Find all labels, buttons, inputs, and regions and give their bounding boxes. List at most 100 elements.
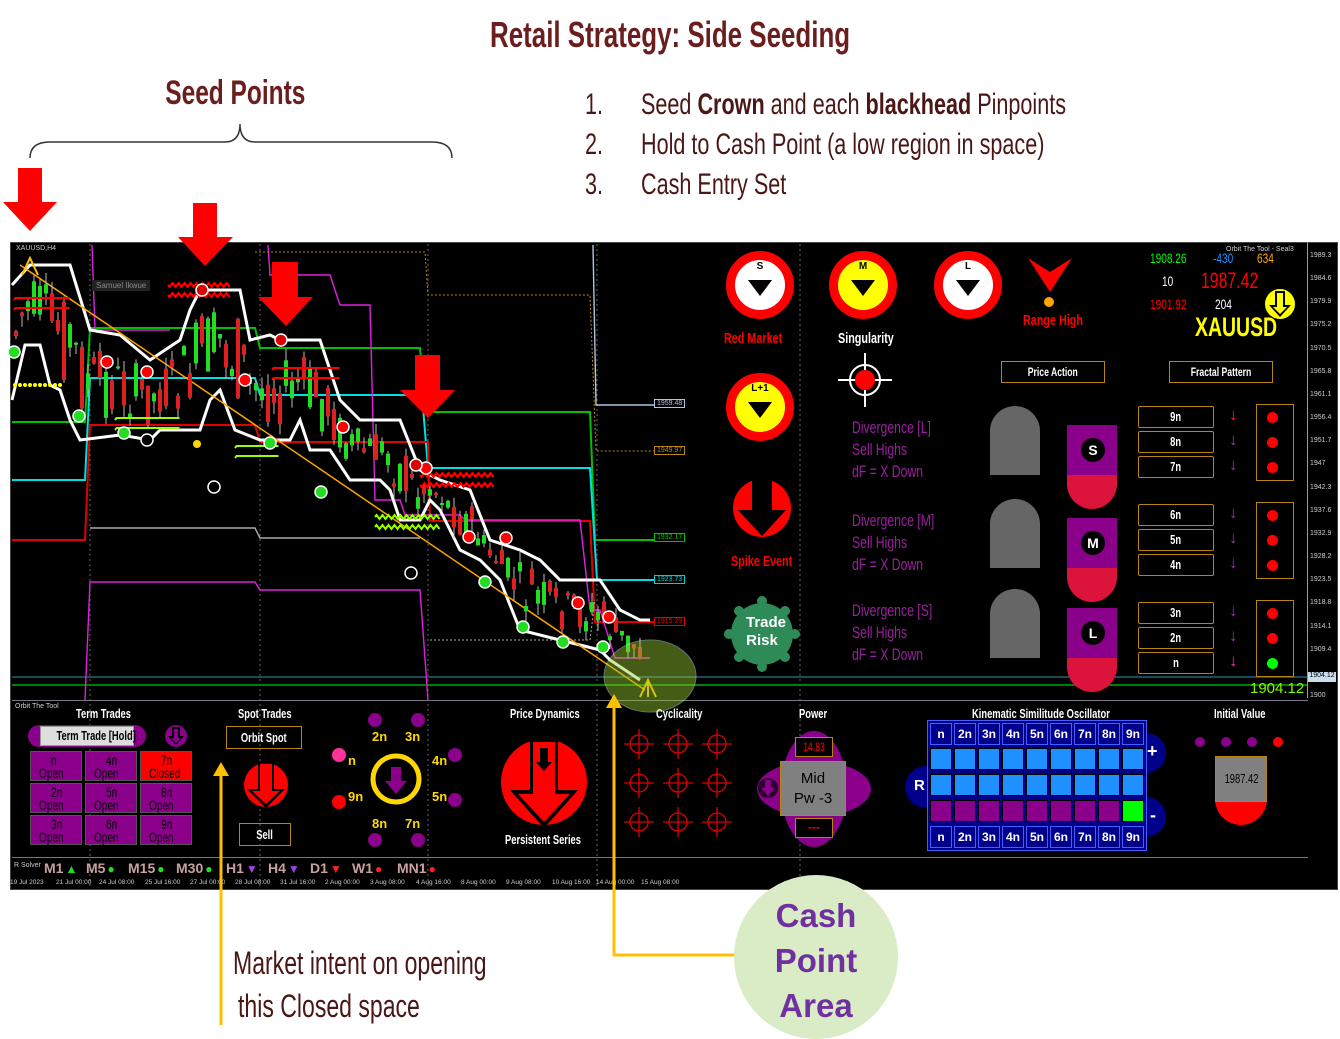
info-v5: 1987.42	[1201, 268, 1259, 293]
date-tick: 27 Jul 00:00	[190, 879, 226, 886]
timeframe-item[interactable]: H1▼	[226, 860, 258, 876]
divergence-line: Sell Highs	[852, 623, 908, 642]
fractal-level-button[interactable]: 7n	[1138, 456, 1214, 478]
candle	[464, 513, 468, 539]
singularity-label: Singularity	[838, 330, 894, 347]
fractal-level-button[interactable]: 9n	[1138, 406, 1214, 428]
fractal-level-button[interactable]: 5n	[1138, 529, 1214, 551]
candle	[596, 611, 600, 621]
dot-series	[23, 383, 27, 387]
divider	[12, 700, 1308, 701]
candle	[494, 561, 498, 564]
badge-box: L	[1067, 608, 1117, 658]
crosshair-icon	[838, 353, 892, 407]
buy-signal-marker	[556, 635, 570, 649]
sell-signal-marker	[499, 531, 513, 545]
buy-signal-marker	[314, 485, 328, 499]
kso-cell	[978, 748, 1000, 770]
timeframe-item[interactable]: W1●	[352, 860, 383, 876]
market-intent-text: Market intent on opening	[233, 945, 487, 981]
timeframe-item[interactable]: D1▼	[310, 860, 342, 876]
fractal-level-button[interactable]: 6n	[1138, 504, 1214, 526]
kso-col-footer: 4n	[1002, 826, 1024, 848]
sell-signal-marker	[602, 610, 616, 624]
fractal-level-button[interactable]: 4n	[1138, 554, 1214, 576]
orbit-spot-button[interactable]: Orbit Spot	[226, 726, 302, 749]
down-arrow-icon: ↓	[1229, 601, 1238, 620]
divergence-line: dF = X Down	[852, 645, 924, 664]
fractal-level-button[interactable]: 8n	[1138, 431, 1214, 453]
candle	[422, 485, 426, 495]
symbol-label: XAUUSD,H4	[16, 245, 57, 252]
candle	[128, 413, 132, 418]
candle	[272, 388, 276, 404]
candle	[242, 344, 246, 355]
candle	[80, 347, 84, 409]
timeframe-item[interactable]: M1▲	[44, 860, 78, 876]
trade-risk-icon[interactable]	[720, 594, 804, 674]
price-tick: 1984.6	[1310, 275, 1332, 283]
zigzag-band	[13, 297, 70, 301]
candle	[368, 438, 372, 447]
crown-marker	[274, 333, 288, 347]
candle	[500, 550, 504, 565]
fractal-pattern-button[interactable]: Fractal Pattern	[1169, 361, 1273, 383]
candle	[386, 453, 390, 466]
down-arrow-icon: ↓	[1229, 455, 1238, 474]
candle	[98, 351, 102, 379]
candle	[290, 380, 294, 399]
price-dynamics-icon	[501, 738, 587, 826]
price-tick: 1975.2	[1310, 321, 1332, 329]
timeframe-item[interactable]: H4▼	[268, 860, 300, 876]
kso-cell	[978, 774, 1000, 796]
timeframe-item[interactable]: M15●	[128, 860, 165, 876]
candle	[542, 582, 546, 605]
candle	[446, 500, 450, 508]
cyclicality-header: Cyclicality	[656, 706, 703, 721]
fractal-level-button[interactable]: 2n	[1138, 627, 1214, 649]
price-action-button[interactable]: Price Action	[1001, 361, 1105, 383]
candle	[626, 635, 630, 653]
step-3: 3.Cash Entry Set	[585, 168, 787, 201]
candle	[638, 647, 642, 659]
timeframe-item[interactable]: MN1●	[397, 860, 436, 876]
fractal-level-button[interactable]: n	[1138, 652, 1214, 674]
kso-col-footer: 6n	[1050, 826, 1072, 848]
candle	[38, 285, 42, 315]
candle	[524, 606, 528, 612]
orbit-9n: 9n	[348, 789, 364, 804]
candle	[362, 448, 366, 453]
candle	[530, 568, 534, 585]
seed-points-brace	[29, 123, 453, 159]
candle	[404, 455, 408, 491]
kso-cell	[930, 748, 952, 770]
price-tick: 1956.4	[1310, 414, 1332, 422]
term-trade-hold-button[interactable]: Term Trade [Hold]	[40, 726, 136, 746]
fractal-group-box	[1256, 502, 1294, 579]
timeframe-item[interactable]: M5●	[86, 860, 115, 876]
price-tick: 1961.1	[1310, 390, 1332, 398]
sell-button[interactable]: Sell	[239, 823, 291, 846]
sell-signal-marker	[140, 365, 154, 379]
candle	[122, 371, 126, 406]
spot-trades-header: Spot Trades	[238, 706, 292, 721]
candle	[428, 489, 432, 496]
candle	[416, 497, 420, 509]
orbit-5n: 5n	[432, 789, 448, 804]
market-intent-text-2: this Closed space	[238, 988, 420, 1024]
fractal-level-button[interactable]: 3n	[1138, 602, 1214, 624]
down-arrow-icon: ↓	[1229, 405, 1238, 424]
candle	[158, 389, 162, 412]
timeframe-item[interactable]: M30●	[176, 860, 213, 876]
kso-cell	[1122, 748, 1144, 770]
